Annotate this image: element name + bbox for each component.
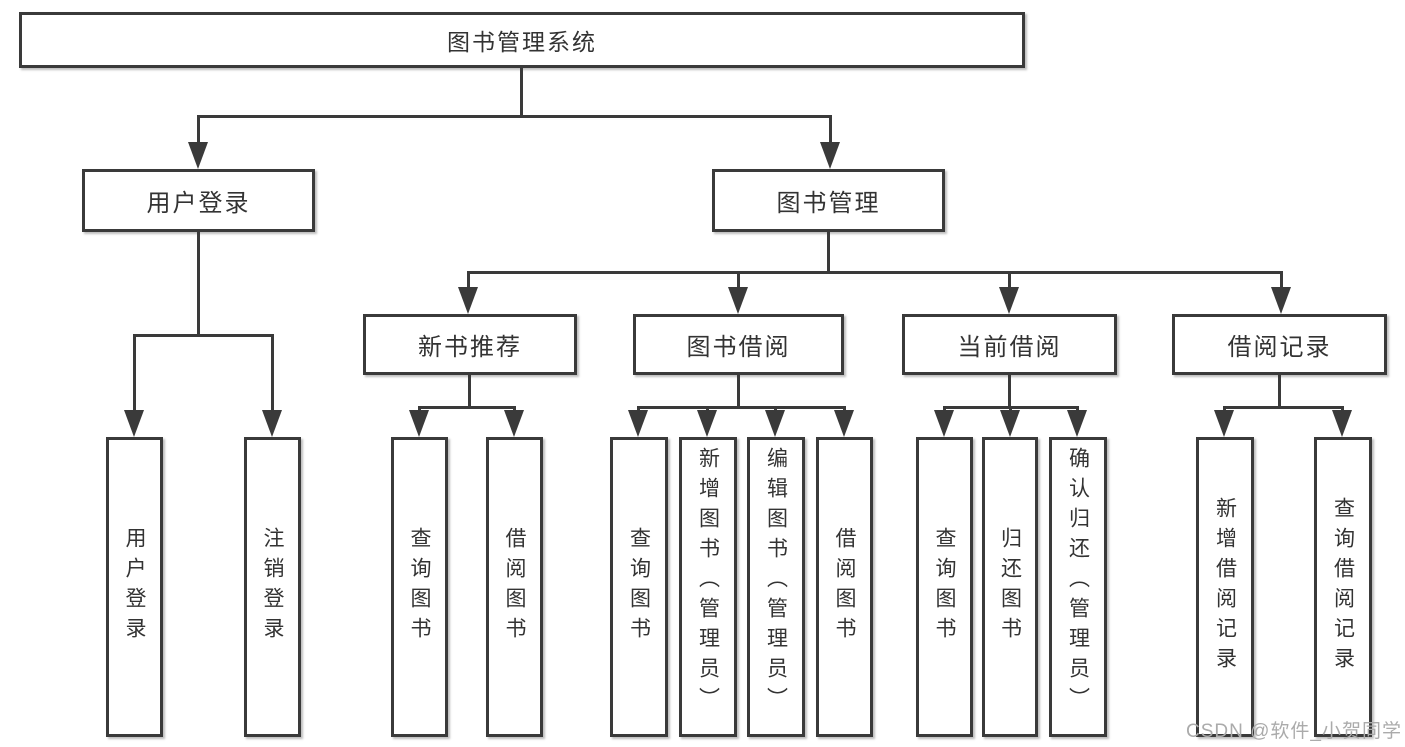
arrowhead-leaf-return-book-icon (1000, 410, 1020, 437)
leaf-borrow-books-recommend: 借阅图书 (486, 437, 543, 737)
node-borrow-records: 借阅记录 (1172, 314, 1387, 375)
arrowhead-current-borrowing-icon (999, 287, 1019, 314)
arrowhead-leaf-query-books-1-icon (409, 410, 429, 437)
arrowhead-leaf-query-borrow-record-icon (1332, 410, 1352, 437)
edge-borrow-records-rail (1223, 406, 1344, 409)
leaf-label: 编辑图书（管理员） (764, 447, 788, 717)
leaf-label: 查询借阅记录 (1331, 497, 1355, 677)
edge-book-borrowing-rail (637, 406, 846, 409)
leaf-label: 新增借阅记录 (1213, 497, 1237, 677)
edge-to-leaf-borrow-books-2 (843, 406, 846, 410)
edge-book-borrowing-stem (737, 375, 740, 409)
edge-to-leaf-logout (271, 334, 274, 410)
arrowhead-borrow-records-icon (1271, 287, 1291, 314)
arrowhead-book-management-icon (820, 142, 840, 169)
arrowhead-leaf-borrow-books-1-icon (504, 410, 524, 437)
node-label: 图书管理系统 (447, 29, 597, 55)
edge-to-leaf-return-book (1009, 406, 1012, 410)
node-book-borrowing: 图书借阅 (633, 314, 844, 375)
leaf-label: 查询图书 (933, 527, 956, 647)
edge-to-leaf-add-book (706, 406, 709, 410)
leaf-label: 借阅图书 (503, 527, 526, 647)
edge-book-management-rail (467, 271, 1283, 274)
node-label: 用户登录 (146, 190, 251, 217)
edge-to-user-login (197, 115, 200, 142)
node-new-book-recommend: 新书推荐 (363, 314, 577, 375)
leaf-label: 借阅图书 (833, 527, 856, 647)
edge-to-book-management (829, 115, 832, 142)
leaf-query-books-current: 查询图书 (916, 437, 973, 737)
leaf-label: 新增图书（管理员） (696, 447, 720, 717)
leaf-user-login: 用户登录 (106, 437, 163, 737)
edge-to-borrow-records (1280, 271, 1283, 287)
node-current-borrowing: 当前借阅 (902, 314, 1117, 375)
edge-to-leaf-query-books-1 (418, 406, 421, 410)
edge-new-book-recommend-rail (418, 406, 516, 409)
leaf-confirm-return-admin: 确认归还（管理员） (1049, 437, 1107, 737)
leaf-label: 确认归还（管理员） (1066, 447, 1090, 717)
edge-book-management-stem (827, 232, 830, 274)
edge-borrow-records-stem (1278, 375, 1281, 409)
arrowhead-leaf-confirm-return-icon (1067, 410, 1087, 437)
leaf-label: 归还图书 (998, 527, 1022, 647)
node-label: 当前借阅 (957, 334, 1062, 361)
leaf-return-book: 归还图书 (982, 437, 1038, 737)
edge-to-leaf-query-borrow-record (1341, 406, 1344, 410)
edge-to-leaf-query-books-2 (637, 406, 640, 410)
edge-user-login-stem (197, 232, 200, 337)
node-label: 新书推荐 (418, 334, 522, 361)
arrowhead-user-login-icon (188, 142, 208, 169)
arrowhead-book-borrowing-icon (728, 287, 748, 314)
leaf-query-books-recommend: 查询图书 (391, 437, 448, 737)
leaf-edit-book-admin: 编辑图书（管理员） (747, 437, 805, 737)
csdn-watermark: CSDN @软件_小贺同学 (1186, 721, 1402, 742)
leaf-label: 查询图书 (627, 527, 651, 647)
leaf-label: 注销登录 (261, 527, 284, 647)
leaf-query-books-borrowing: 查询图书 (610, 437, 668, 737)
edge-to-current-borrowing (1008, 271, 1011, 287)
node-book-management: 图书管理 (712, 169, 945, 232)
edge-to-leaf-add-borrow-record (1223, 406, 1226, 410)
arrowhead-new-book-recommend-icon (458, 287, 478, 314)
node-label: 图书借阅 (686, 334, 791, 361)
edge-root-rail (197, 115, 832, 118)
arrowhead-leaf-query-books-3-icon (934, 410, 954, 437)
arrowhead-leaf-user-login-icon (124, 410, 144, 437)
arrowhead-leaf-add-borrow-record-icon (1214, 410, 1234, 437)
arrowhead-leaf-query-books-2-icon (628, 410, 648, 437)
leaf-add-book-admin: 新增图书（管理员） (679, 437, 737, 737)
arrowhead-leaf-add-book-icon (697, 410, 717, 437)
leaf-add-borrow-record: 新增借阅记录 (1196, 437, 1254, 737)
node-library-management-system: 图书管理系统 (19, 12, 1025, 68)
edge-to-leaf-confirm-return (1076, 406, 1079, 410)
edge-new-book-recommend-stem (468, 375, 471, 409)
leaf-borrow-books-borrowing: 借阅图书 (816, 437, 873, 737)
leaf-query-borrow-record: 查询借阅记录 (1314, 437, 1372, 737)
edge-user-login-rail (133, 334, 274, 337)
node-label: 图书管理 (776, 190, 881, 217)
edge-to-leaf-user-login (133, 334, 136, 410)
node-user-login: 用户登录 (82, 169, 315, 232)
edge-root-stem (520, 68, 523, 118)
edge-to-new-book-recommend (467, 271, 470, 287)
edge-to-leaf-borrow-books-1 (513, 406, 516, 410)
leaf-label: 用户登录 (123, 527, 146, 647)
leaf-label: 查询图书 (408, 527, 431, 647)
node-label: 借阅记录 (1227, 334, 1332, 361)
edge-to-leaf-query-books-3 (943, 406, 946, 410)
arrowhead-leaf-borrow-books-2-icon (834, 410, 854, 437)
arrowhead-leaf-edit-book-icon (765, 410, 785, 437)
edge-current-borrowing-stem (1008, 375, 1011, 409)
leaf-logout-login: 注销登录 (244, 437, 301, 737)
edge-to-book-borrowing (737, 271, 740, 287)
arrowhead-leaf-logout-icon (262, 410, 282, 437)
edge-to-leaf-edit-book (774, 406, 777, 410)
